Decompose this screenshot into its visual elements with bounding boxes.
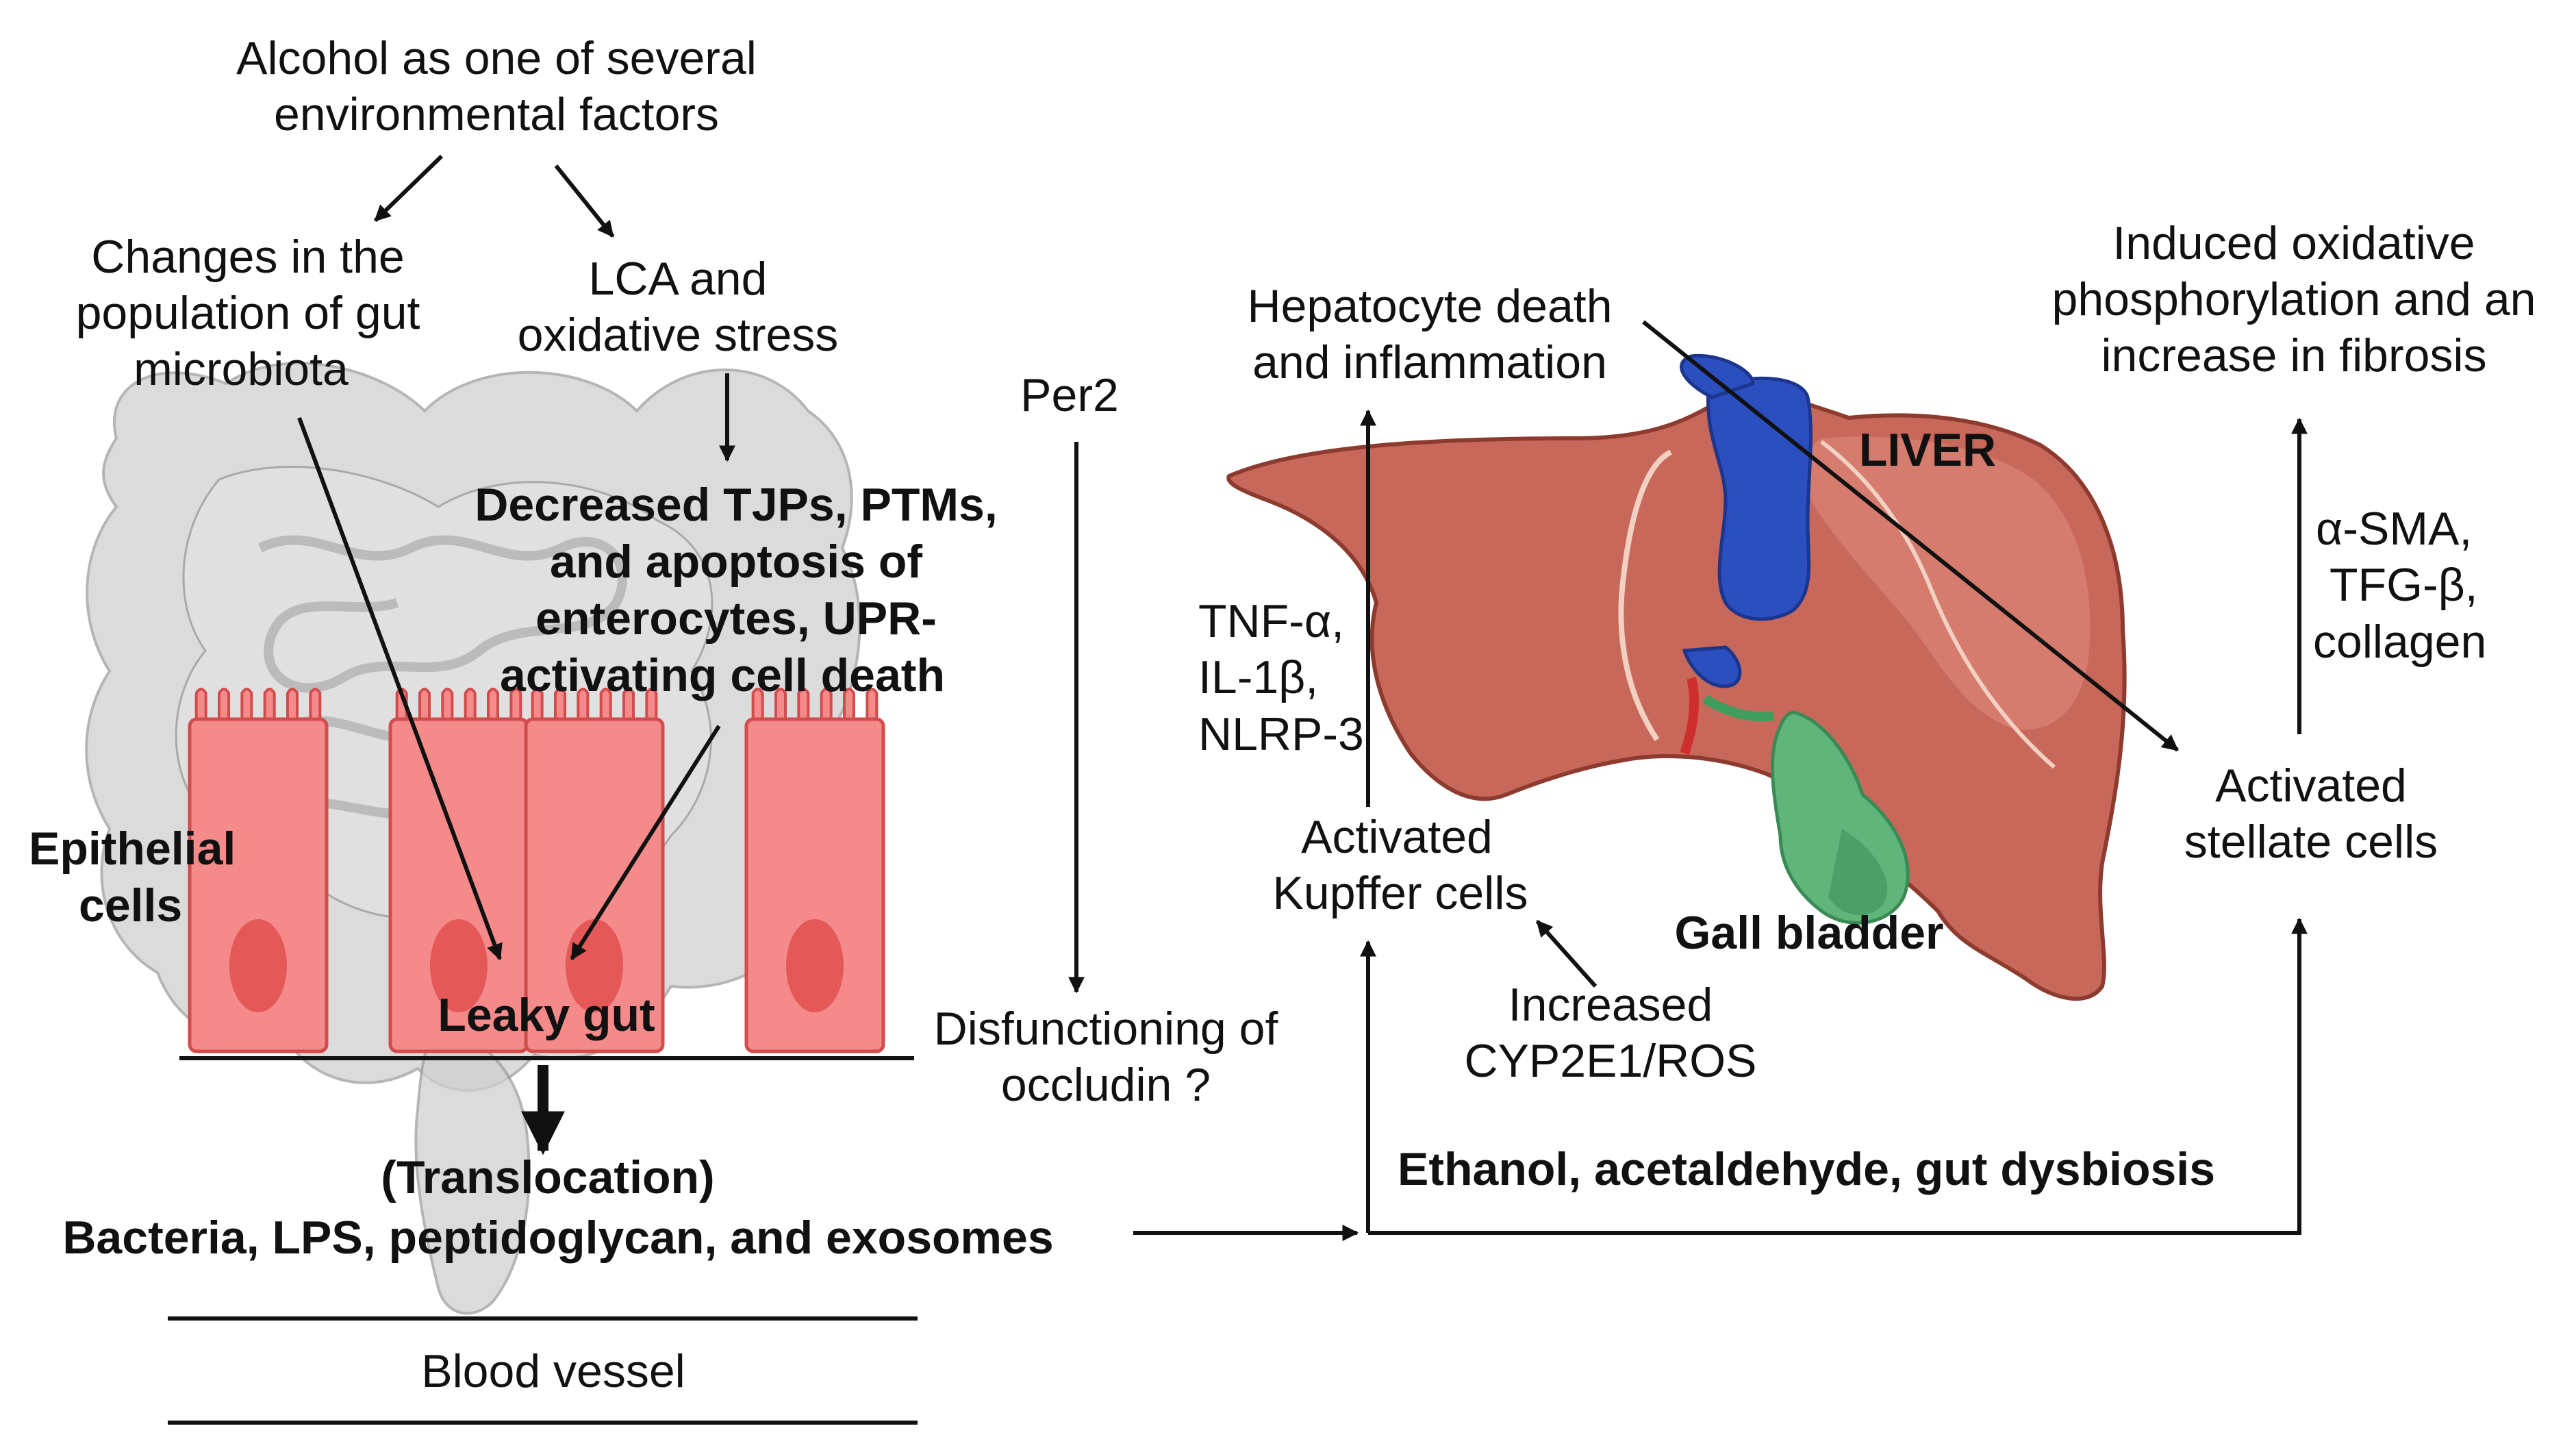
epithelial-cells — [188, 688, 885, 1053]
epithelial-cell-icon — [524, 688, 665, 1053]
lca-label-line1: LCA and — [589, 253, 768, 305]
liver-illustration — [1226, 353, 2127, 1001]
stellate-label-line1: Activated — [2215, 760, 2407, 812]
arrow-microbiota-to-leaky-gut — [297, 416, 503, 961]
il1b-label: IL-1β, — [1198, 651, 1318, 703]
occludin-label-line1: Disfunctioning of — [934, 1003, 1278, 1055]
hepatocyte-label-line1: Hepatocyte death — [1247, 280, 1612, 332]
tjp-label-line2: and apoptosis of — [550, 536, 922, 588]
hepatocyte-label-line2: and inflammation — [1252, 336, 1607, 388]
arrows — [297, 154, 2308, 1241]
cell-body — [744, 717, 885, 1053]
leaky-gut-label: Leaky gut — [438, 989, 655, 1041]
stellate-label-line2: stellate cells — [2184, 816, 2438, 868]
tjp-label-line4: activating cell death — [500, 649, 945, 701]
arrow-hepatocyte-to-stellate — [1642, 320, 2179, 752]
gall-bladder-label: Gall bladder — [1675, 907, 1944, 959]
gall-bladder-shade — [1828, 829, 1888, 916]
cyp-label-line2: CYP2E1/ROS — [1464, 1035, 1756, 1087]
microbiota-label-line1: Changes in the — [91, 231, 404, 283]
alcohol-label-line2: environmental factors — [274, 88, 719, 140]
arrow-cyp-to-kupffer — [1535, 919, 1598, 988]
portal-vein — [1682, 645, 1742, 688]
liver-edge-line — [1820, 440, 2056, 769]
microbiota-label-line2: population of gut — [76, 287, 420, 339]
cell-nucleus — [229, 919, 287, 1012]
collagen-label: collagen — [2313, 616, 2486, 668]
arrow-alcohol-to-microbiota — [373, 154, 444, 223]
bacteria-label: Bacteria, LPS, peptidoglycan, and exosom… — [62, 1212, 1053, 1264]
blood-vessel-label: Blood vessel — [421, 1345, 685, 1397]
epithelial-cell-icon — [744, 688, 885, 1053]
arrow-alcohol-to-lca — [554, 164, 615, 238]
tnf-label: TNF-α, — [1198, 595, 1344, 647]
labels: Alcohol as one of several environmental … — [29, 32, 2536, 1397]
kupffer-label-line2: Kupffer cells — [1273, 867, 1528, 919]
lca-label-line2: oxidative stress — [518, 309, 839, 361]
epithelial-label-line2: cells — [79, 879, 182, 932]
cell-body — [188, 717, 329, 1053]
bile-duct — [1702, 695, 1775, 722]
arrow-tjp-to-leaky-gut — [570, 725, 721, 961]
microbiota-label-line3: microbiota — [134, 343, 349, 395]
asma-label: α-SMA, — [2316, 503, 2472, 555]
tjp-label-line3: enterocytes, UPR- — [535, 592, 937, 645]
vena-cava-icon — [1706, 376, 1813, 621]
nlrp3-label: NLRP-3 — [1198, 708, 1364, 760]
kupffer-label-line1: Activated — [1301, 811, 1493, 863]
epithelial-cell-icon — [188, 688, 329, 1053]
falciform-ligament — [1618, 449, 1672, 742]
oxphos-label-line3: increase in fibrosis — [2101, 329, 2486, 382]
alcohol-label-line1: Alcohol as one of several — [236, 32, 757, 84]
cell-nucleus — [430, 919, 488, 1012]
tjp-label-line1: Decreased TJPs, PTMs, — [475, 479, 997, 531]
cyp-label-line1: Increased — [1508, 979, 1713, 1031]
liver-label: LIVER — [1859, 424, 1996, 476]
tgfb-label: TFG-β, — [2329, 559, 2478, 611]
cell-nucleus — [786, 919, 844, 1012]
cell-body — [524, 717, 665, 1053]
ethanol-label: Ethanol, acetaldehyde, gut dysbiosis — [1398, 1143, 2215, 1195]
rectum — [414, 1025, 531, 1315]
hepatic-artery — [1680, 677, 1700, 755]
per2-label: Per2 — [1020, 369, 1119, 421]
occludin-label-line2: occludin ? — [1001, 1059, 1211, 1111]
epithelial-label-line1: Epithelial — [29, 823, 236, 875]
oxphos-label-line1: Induced oxidative — [2112, 217, 2475, 269]
line-ethanol-baseline — [1368, 917, 2308, 1235]
translocation-label: (Translocation) — [381, 1151, 714, 1203]
oxphos-label-line2: phosphorylation and an — [2052, 273, 2536, 325]
